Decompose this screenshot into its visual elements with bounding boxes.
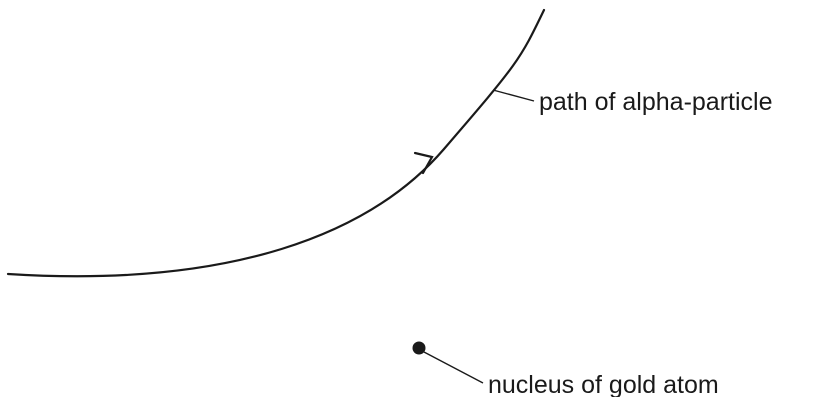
nucleus-label: nucleus of gold atom (488, 371, 719, 397)
alpha-particle-path (6, 8, 546, 278)
direction-arrowhead (413, 151, 434, 175)
path-label: path of alpha-particle (539, 88, 772, 116)
gold-nucleus (412, 341, 426, 355)
path-label-leader (492, 89, 535, 102)
nucleus-label-leader (423, 351, 484, 384)
